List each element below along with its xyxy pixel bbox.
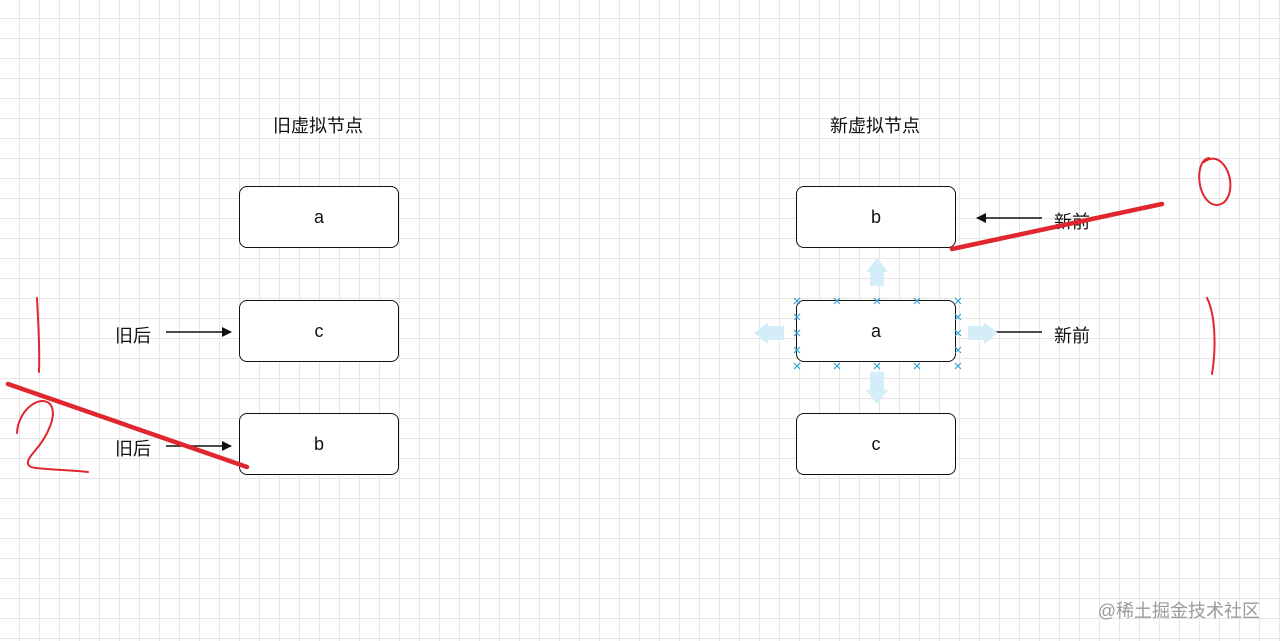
old-end-pointer-label-2: 旧后 — [115, 439, 151, 459]
selection-handle-icon[interactable] — [793, 329, 801, 337]
selection-handle-icon[interactable] — [954, 329, 962, 337]
selection-handle-icon[interactable] — [954, 313, 962, 321]
new-start-pointer-label-2: 新前 — [1054, 326, 1090, 346]
old-vnode-title: 旧虚拟节点 — [273, 116, 363, 136]
old-node-a[interactable]: a — [239, 186, 399, 248]
red-strike-new-b — [949, 201, 1165, 252]
selection-handle-icon[interactable] — [954, 297, 962, 305]
selection-handle-icon[interactable] — [873, 297, 881, 305]
connect-arrow-down — [866, 372, 888, 404]
selection-handle-icon[interactable] — [793, 362, 801, 370]
selection-handles[interactable] — [793, 297, 962, 370]
selection-handle-icon[interactable] — [793, 313, 801, 321]
new-node-b-label: b — [870, 206, 881, 227]
selection-handle-icon[interactable] — [913, 297, 921, 305]
handwritten-one-right — [1206, 297, 1216, 375]
selection-handle-icon[interactable] — [793, 297, 801, 305]
old-node-c[interactable]: c — [239, 300, 399, 362]
connect-arrow-right — [968, 322, 998, 344]
new-node-c[interactable]: c — [796, 413, 956, 475]
connect-arrow-up — [866, 258, 888, 286]
old-node-a-label: a — [313, 206, 324, 227]
selection-handle-icon[interactable] — [833, 362, 841, 370]
old-node-b[interactable]: b — [239, 413, 399, 475]
handwritten-two-left — [16, 399, 89, 473]
selection-handle-icon[interactable] — [954, 346, 962, 354]
connect-arrow-left — [754, 322, 784, 344]
handwritten-zero-right — [1198, 157, 1232, 206]
old-node-b-label: b — [313, 433, 324, 454]
selection-handle-icon[interactable] — [793, 346, 801, 354]
old-end-pointer-label-1: 旧后 — [115, 326, 151, 346]
new-vnode-title: 新虚拟节点 — [830, 116, 920, 136]
selection-handle-icon[interactable] — [873, 362, 881, 370]
selection-handle-icon[interactable] — [954, 362, 962, 370]
watermark: @稀土掘金技术社区 — [1097, 601, 1260, 621]
old-node-c-label: c — [314, 320, 324, 341]
selection-handle-icon[interactable] — [833, 297, 841, 305]
handwritten-one-left — [36, 297, 41, 373]
new-node-a-selected[interactable]: a — [796, 300, 956, 362]
new-node-b[interactable]: b — [796, 186, 956, 248]
connect-arrows[interactable] — [754, 258, 998, 404]
new-node-a-label: a — [870, 320, 881, 341]
selection-handle-icon[interactable] — [913, 362, 921, 370]
red-annotations — [5, 157, 1232, 473]
red-strike-old-b — [5, 381, 250, 470]
new-node-c-label: c — [871, 433, 881, 454]
